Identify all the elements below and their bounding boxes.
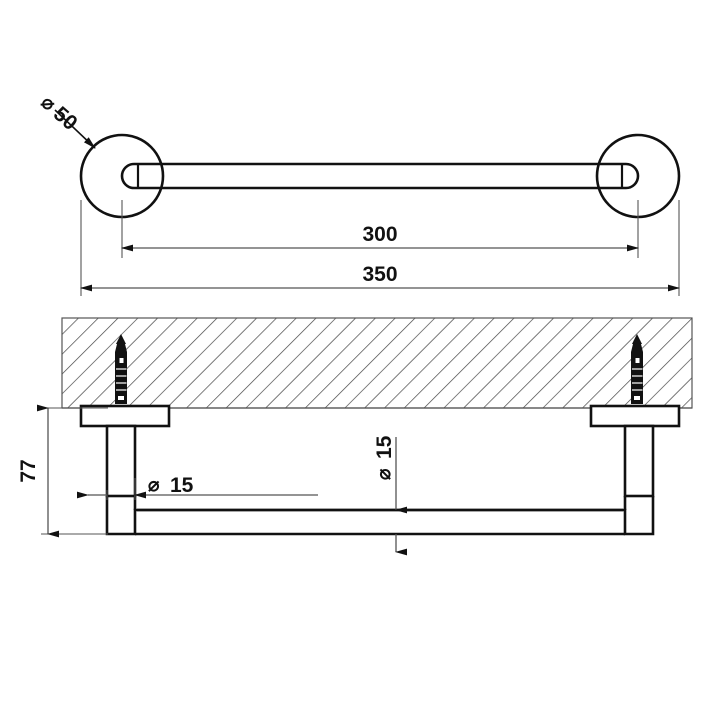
right-anchor-slot [635, 358, 640, 363]
right-anchor-slot2 [634, 396, 640, 400]
elevation-view: 77 ⌀ 15 ⌀ 15 [17, 317, 693, 556]
right-anchor-tip [632, 334, 642, 344]
left-post [105, 424, 137, 498]
dim-350-label: 350 [362, 263, 397, 286]
left-anchor-body [115, 340, 127, 404]
rail-body-edges [134, 162, 626, 190]
right-flange-plate [589, 404, 681, 428]
left-anchor-slot [119, 358, 124, 363]
dim-300-label: 300 [362, 223, 397, 246]
dia15-post-symbol: ⌀ [148, 475, 160, 496]
rail-right-cap [625, 162, 640, 190]
right-anchor-body [631, 340, 643, 404]
wall-section-hatch [61, 317, 693, 409]
plan-view: ⌀ 50 300 350 [37, 92, 681, 296]
left-wall-anchor-icon [115, 334, 127, 404]
dia50-leader-line [54, 109, 96, 149]
dia15-post-value: 15 [170, 474, 194, 497]
left-anchor-ribs [116, 368, 127, 391]
dia15-rail-value: 15 [373, 435, 396, 459]
right-anchor-ribs [632, 368, 643, 391]
left-anchor-slot2 [118, 396, 124, 400]
left-flange-plate [79, 404, 171, 428]
dia15-rail-symbol: ⌀ [374, 468, 395, 480]
dia15-rail-label-group: ⌀ 15 [373, 435, 396, 480]
right-wall-anchor-icon [631, 334, 643, 404]
right-post [623, 424, 655, 498]
dim-77-label: 77 [17, 459, 40, 482]
rail-left-cap [120, 162, 135, 190]
left-anchor-tip [116, 334, 126, 344]
